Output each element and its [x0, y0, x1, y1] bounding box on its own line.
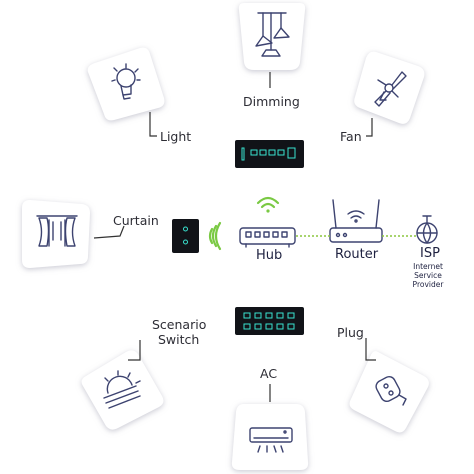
- scenario-label-line1: Scenario: [152, 317, 207, 332]
- hub-label: Hub: [256, 248, 283, 263]
- wifi-router-icon: [329, 199, 383, 243]
- fan-card: [354, 51, 425, 124]
- ceiling-fan-icon: [374, 71, 407, 107]
- ac-label: AC: [260, 366, 278, 381]
- ac-card: [231, 404, 309, 470]
- dimming-card: [238, 3, 306, 70]
- top-switch-panel: [235, 140, 304, 168]
- curtain-icon: [36, 215, 78, 247]
- light-label: Light: [160, 129, 192, 144]
- dimming-label: Dimming: [243, 94, 300, 109]
- isp-description-line3: Provider: [412, 280, 444, 289]
- light-card: [87, 47, 165, 121]
- leader-lines: [93, 72, 376, 402]
- globe-satellite-icon: [416, 215, 438, 244]
- curtain-switch-panel: [172, 219, 199, 253]
- isp-description-line1: Internet: [413, 262, 443, 271]
- wifi-signals: [208, 196, 280, 251]
- fan-label: Fan: [340, 129, 362, 144]
- air-conditioner-icon: [249, 427, 293, 453]
- curtain-label: Curtain: [113, 213, 159, 228]
- pendant-lamps-icon: [255, 12, 290, 57]
- plug-label: Plug: [337, 325, 364, 340]
- router-label: Router: [335, 247, 379, 262]
- hub-wifi-icon: [256, 196, 280, 213]
- curtain-switch-wifi-icon: [208, 221, 222, 251]
- bottom-switch-panel: [235, 307, 304, 335]
- network-hub-icon: [239, 227, 296, 248]
- light-bulb-icon: [111, 63, 141, 100]
- scenario-label-line2: Switch: [158, 332, 200, 347]
- curtain-card: [22, 200, 90, 268]
- sun-scene-icon: [103, 370, 141, 409]
- plug-socket-icon: [375, 376, 407, 406]
- scenario-card: [81, 350, 164, 430]
- isp-description-line2: Service: [414, 271, 442, 280]
- isp-label: ISP: [420, 246, 440, 261]
